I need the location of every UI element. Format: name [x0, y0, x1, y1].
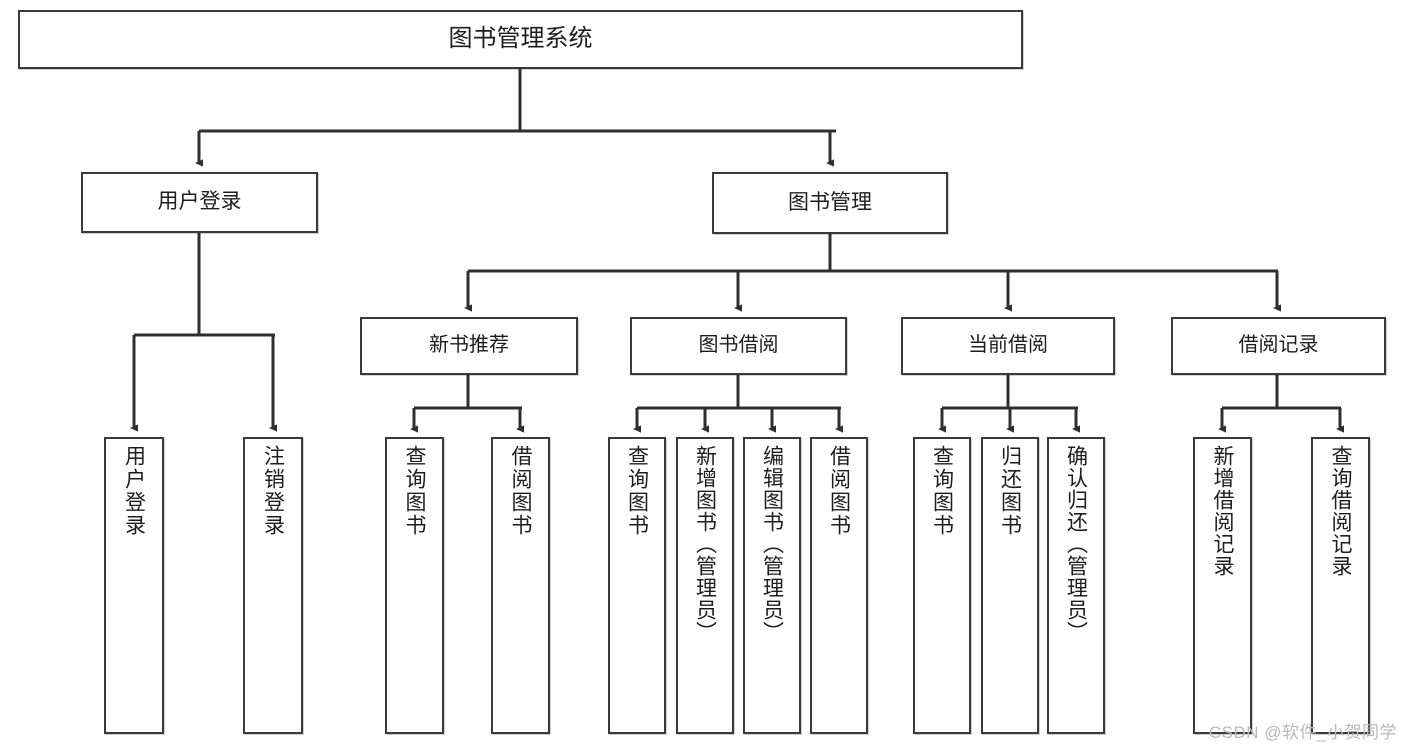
node-leaf-add-book-label: 新增图书（管理员）: [693, 445, 717, 643]
node-leaf-logout-label: 注销登录: [261, 445, 285, 537]
node-leaf-query-book-3-label: 查询图书: [930, 445, 954, 537]
node-leaf-query-book-3[interactable]: 查询图书: [913, 437, 971, 734]
node-leaf-borrow-book-1[interactable]: 借阅图书: [491, 437, 550, 734]
node-root[interactable]: 图书管理系统: [18, 10, 1023, 69]
node-new-book-rec-label: 新书推荐: [429, 334, 509, 357]
node-leaf-add-record-label: 新增借阅记录: [1211, 445, 1234, 577]
node-book-borrow[interactable]: 图书借阅: [630, 317, 847, 375]
csdn-watermark: CSDN @软件_小贺同学: [1208, 723, 1397, 742]
node-leaf-return-book-label: 归还图书: [998, 445, 1022, 537]
node-leaf-edit-book[interactable]: 编辑图书（管理员）: [743, 437, 801, 734]
node-user-login[interactable]: 用户登录: [81, 172, 318, 233]
node-leaf-query-record[interactable]: 查询借阅记录: [1311, 437, 1370, 734]
node-leaf-query-book-1-label: 查询图书: [403, 445, 426, 537]
node-root-label: 图书管理系统: [448, 25, 593, 53]
node-user-login-label: 用户登录: [157, 190, 242, 214]
node-leaf-edit-book-label: 编辑图书（管理员）: [760, 445, 784, 643]
node-leaf-confirm-return-label: 确认归还（管理员）: [1064, 445, 1088, 643]
node-leaf-user-login-label: 用户登录: [122, 445, 146, 537]
node-leaf-query-book-2-label: 查询图书: [625, 445, 649, 537]
node-current-borrow[interactable]: 当前借阅: [901, 317, 1115, 375]
node-leaf-confirm-return[interactable]: 确认归还（管理员）: [1047, 437, 1105, 734]
node-book-borrow-label: 图书借阅: [698, 334, 779, 357]
node-current-borrow-label: 当前借阅: [968, 334, 1048, 357]
node-leaf-add-book[interactable]: 新增图书（管理员）: [676, 437, 734, 734]
node-leaf-borrow-book-2[interactable]: 借阅图书: [810, 437, 868, 734]
node-borrow-record-label: 借阅记录: [1238, 334, 1319, 357]
node-leaf-user-login[interactable]: 用户登录: [104, 437, 164, 734]
node-book-manage[interactable]: 图书管理: [712, 172, 948, 234]
node-book-manage-label: 图书管理: [788, 190, 872, 214]
node-new-book-rec[interactable]: 新书推荐: [360, 317, 578, 375]
node-leaf-logout[interactable]: 注销登录: [243, 437, 303, 734]
node-leaf-add-record[interactable]: 新增借阅记录: [1193, 437, 1252, 734]
node-leaf-return-book[interactable]: 归还图书: [981, 437, 1039, 734]
node-leaf-borrow-book-2-label: 借阅图书: [827, 445, 851, 537]
node-borrow-record[interactable]: 借阅记录: [1171, 317, 1386, 375]
node-leaf-borrow-book-1-label: 借阅图书: [509, 445, 532, 537]
node-leaf-query-record-label: 查询借阅记录: [1329, 445, 1352, 577]
node-leaf-query-book-1[interactable]: 查询图书: [385, 437, 444, 734]
node-leaf-query-book-2[interactable]: 查询图书: [608, 437, 666, 734]
